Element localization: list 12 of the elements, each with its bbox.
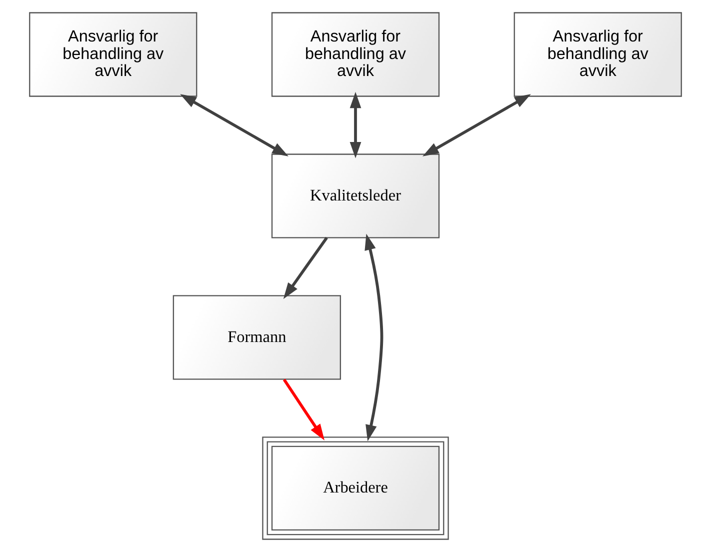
arrow (364, 234, 383, 442)
node-box: Ansvarlig for behandling av avvik (513, 12, 682, 97)
arrow (349, 92, 361, 158)
arrow (180, 94, 288, 156)
arrow (282, 236, 328, 299)
node-box: Formann (172, 295, 340, 380)
arrow (282, 378, 324, 440)
node-box: Ansvarlig for behandling av avvik (270, 12, 440, 97)
node-box: Arbeidere (262, 436, 448, 540)
arrow (422, 94, 530, 156)
node-box: Kvalitetsleder (270, 154, 440, 238)
node-box: Ansvarlig for behandling av avvik (28, 12, 197, 97)
